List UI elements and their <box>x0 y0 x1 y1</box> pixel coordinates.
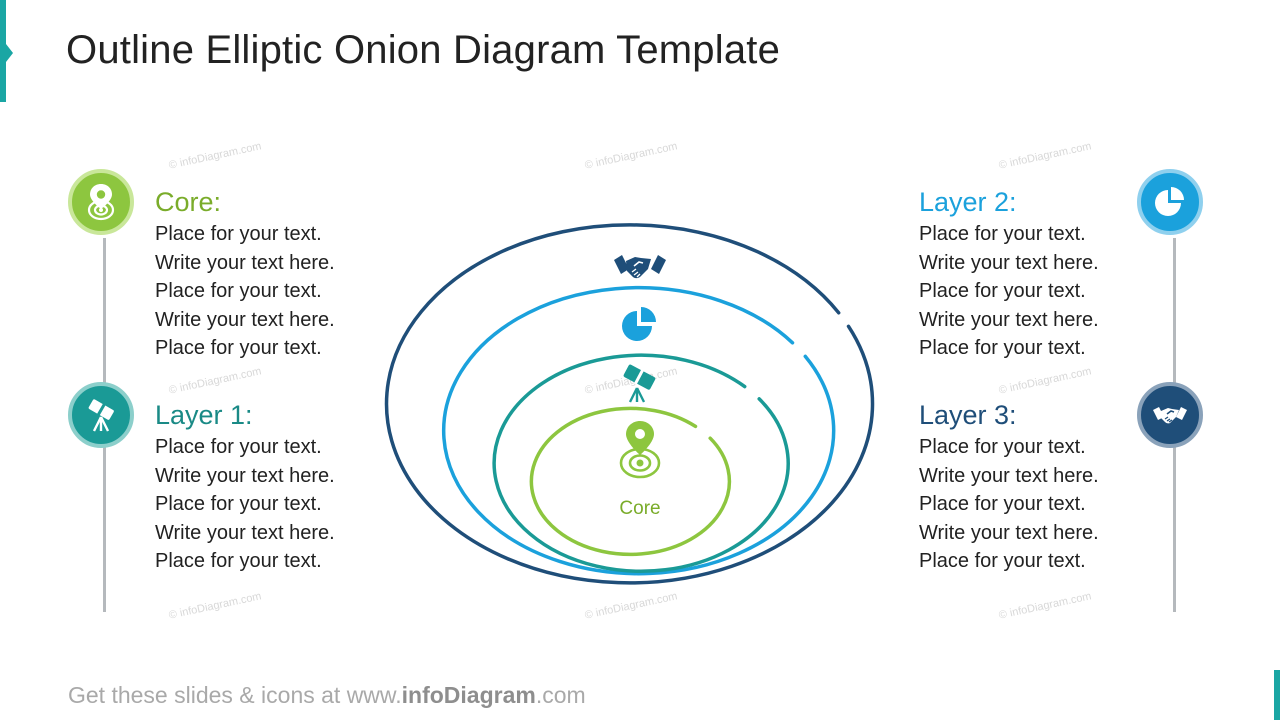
core-text-line: Place for your text. <box>155 337 322 360</box>
core-block: Core: Place for your text. Write your te… <box>155 186 395 363</box>
layer3-heading: Layer 3: <box>919 400 1017 430</box>
layer1-text-line: Place for your text. <box>155 550 322 573</box>
layer2-ellipse <box>441 285 836 576</box>
core-label: Core <box>619 498 660 519</box>
footer-credit: Get these slides & icons at www.infoDiag… <box>68 682 586 709</box>
layer3-block: Layer 3: Place for your text. Write your… <box>919 399 1159 576</box>
handshake-icon <box>614 255 666 279</box>
layer3-icon-circle <box>1137 382 1203 448</box>
layer2-icon-circle <box>1137 169 1203 235</box>
pie-chart-icon <box>622 307 656 341</box>
layer1-block: Layer 1: Place for your text. Write your… <box>155 399 395 576</box>
layer3-text-line: Place for your text. <box>919 493 1086 516</box>
telescope-icon <box>88 399 114 432</box>
core-icon-circle <box>68 169 134 235</box>
location-target-icon <box>87 184 115 221</box>
layer3-text-line: Place for your text. <box>919 436 1086 458</box>
core-heading: Core: <box>155 187 222 217</box>
layer1-text-line: Write your text here. <box>155 464 335 487</box>
left-accent-notch <box>6 44 13 62</box>
layer2-text-line: Place for your text. <box>919 337 1086 360</box>
layer2-text-line: Write your text here. <box>919 308 1099 331</box>
layer1-text-line: Place for your text. <box>155 493 322 516</box>
location-target-icon <box>619 421 661 479</box>
footer-prefix: Get these slides & icons at www. <box>68 682 402 708</box>
handshake-icon <box>1153 407 1187 424</box>
layer3-text-line: Write your text here. <box>919 521 1099 544</box>
pie-chart-icon <box>1155 187 1184 216</box>
layer3-text-line: Write your text here. <box>919 464 1099 487</box>
layer1-text-line: Place for your text. <box>155 436 322 458</box>
footer-brand[interactable]: infoDiagram <box>401 682 536 708</box>
core-text-line: Place for your text. <box>155 280 322 303</box>
right-accent-bar <box>1274 670 1280 720</box>
layer2-text-line: Place for your text. <box>919 280 1086 303</box>
layer1-heading: Layer 1: <box>155 400 253 430</box>
layer2-block: Layer 2: Place for your text. Write your… <box>919 186 1159 363</box>
telescope-icon <box>623 364 656 403</box>
left-accent-bar <box>0 0 6 102</box>
layer1-text-line: Write your text here. <box>155 521 335 544</box>
footer-suffix: .com <box>535 682 586 708</box>
page-title: Outline Elliptic Onion Diagram Template <box>66 28 781 72</box>
layer3-ellipse <box>384 223 875 585</box>
layer3-text-line: Place for your text. <box>919 550 1086 573</box>
core-ellipse <box>529 406 732 557</box>
core-text-line: Write your text here. <box>155 251 335 274</box>
layer1-icon-circle <box>68 382 134 448</box>
layer2-text-line: Write your text here. <box>919 251 1099 274</box>
core-text-line: Write your text here. <box>155 308 335 331</box>
layer2-heading: Layer 2: <box>919 187 1017 217</box>
layer1-ellipse <box>492 353 790 573</box>
core-text-line: Place for your text. <box>155 223 322 245</box>
layer2-text-line: Place for your text. <box>919 223 1086 245</box>
